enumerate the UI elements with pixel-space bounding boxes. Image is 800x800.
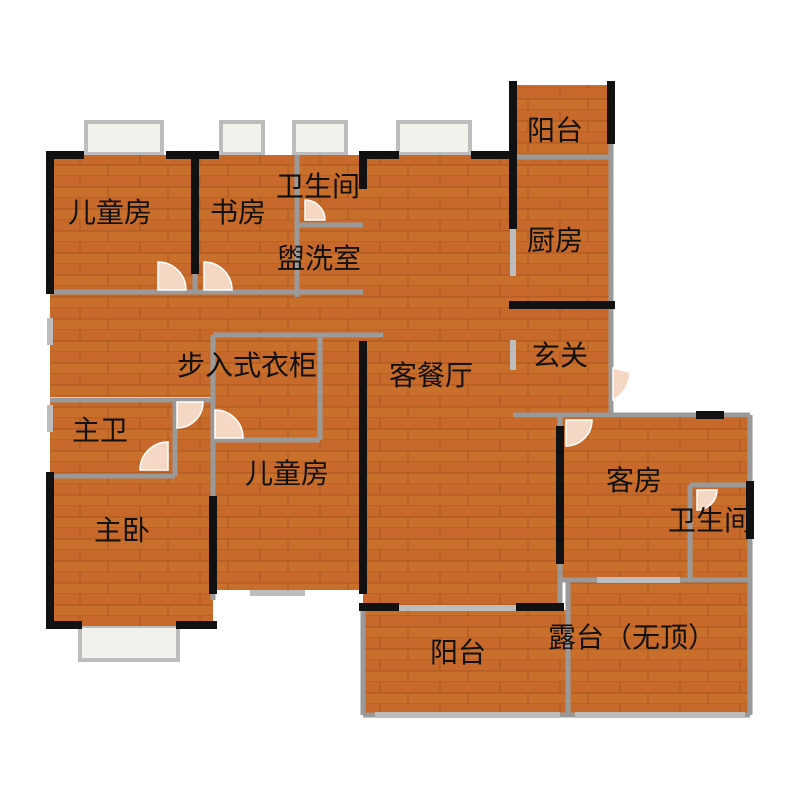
door-bathroom-1 bbox=[304, 199, 326, 221]
door-master-bath bbox=[139, 441, 169, 471]
walls bbox=[46, 81, 754, 629]
door-entrance bbox=[612, 367, 631, 402]
floor-master-bedroom bbox=[50, 476, 213, 626]
label-foyer: 玄关 bbox=[532, 339, 588, 372]
label-bathroom-2: 卫生间 bbox=[668, 504, 752, 537]
room-labels: 儿童房 书房 卫生间 盥洗室 阳台 厨房 玄关 步入式衣柜 客餐厅 主卫 儿童房… bbox=[68, 114, 752, 669]
floor-foyer bbox=[513, 305, 611, 415]
floor-terrace bbox=[568, 580, 750, 715]
label-balcony-south: 阳台 bbox=[430, 636, 486, 669]
label-master-bath: 主卫 bbox=[72, 414, 128, 447]
floor-living bbox=[363, 155, 513, 610]
label-balcony-north: 阳台 bbox=[527, 114, 583, 147]
label-kitchen: 厨房 bbox=[527, 224, 583, 257]
label-kids-room-2: 儿童房 bbox=[245, 457, 329, 490]
bay-window-study-2 bbox=[292, 120, 348, 156]
label-washroom: 盥洗室 bbox=[277, 242, 361, 275]
floor-washroom bbox=[297, 225, 363, 297]
label-kids-room-1: 儿童房 bbox=[68, 196, 152, 229]
label-study: 书房 bbox=[210, 196, 266, 229]
door-guest-room bbox=[565, 419, 593, 447]
door-master-hall bbox=[176, 401, 204, 429]
floor-kitchen bbox=[513, 157, 611, 305]
window-strips bbox=[47, 228, 745, 718]
bay-window-study-1 bbox=[219, 120, 265, 156]
label-walk-in-closet: 步入式衣柜 bbox=[177, 349, 317, 382]
bay-window-living bbox=[396, 120, 472, 156]
label-master-bedroom: 主卧 bbox=[94, 514, 150, 547]
door-kids-room-1 bbox=[157, 261, 187, 291]
bay-window-kids-room bbox=[84, 120, 164, 156]
bay-window-master bbox=[78, 624, 180, 662]
door-bathroom-2 bbox=[696, 489, 718, 511]
label-guest-room: 客房 bbox=[606, 464, 662, 497]
floor-kids-room-2 bbox=[213, 440, 363, 590]
door-study bbox=[203, 261, 233, 291]
label-bathroom-1: 卫生间 bbox=[276, 170, 360, 203]
floor-balcony-south bbox=[363, 610, 568, 715]
bay-windows bbox=[78, 120, 472, 662]
door-kids-room-2 bbox=[214, 409, 244, 439]
door-swings bbox=[139, 199, 718, 511]
label-terrace: 露台（无顶） bbox=[548, 621, 716, 654]
label-living-dining: 客餐厅 bbox=[389, 359, 473, 392]
floor-dining-ext bbox=[513, 415, 560, 610]
floor-balcony-north bbox=[513, 85, 611, 157]
